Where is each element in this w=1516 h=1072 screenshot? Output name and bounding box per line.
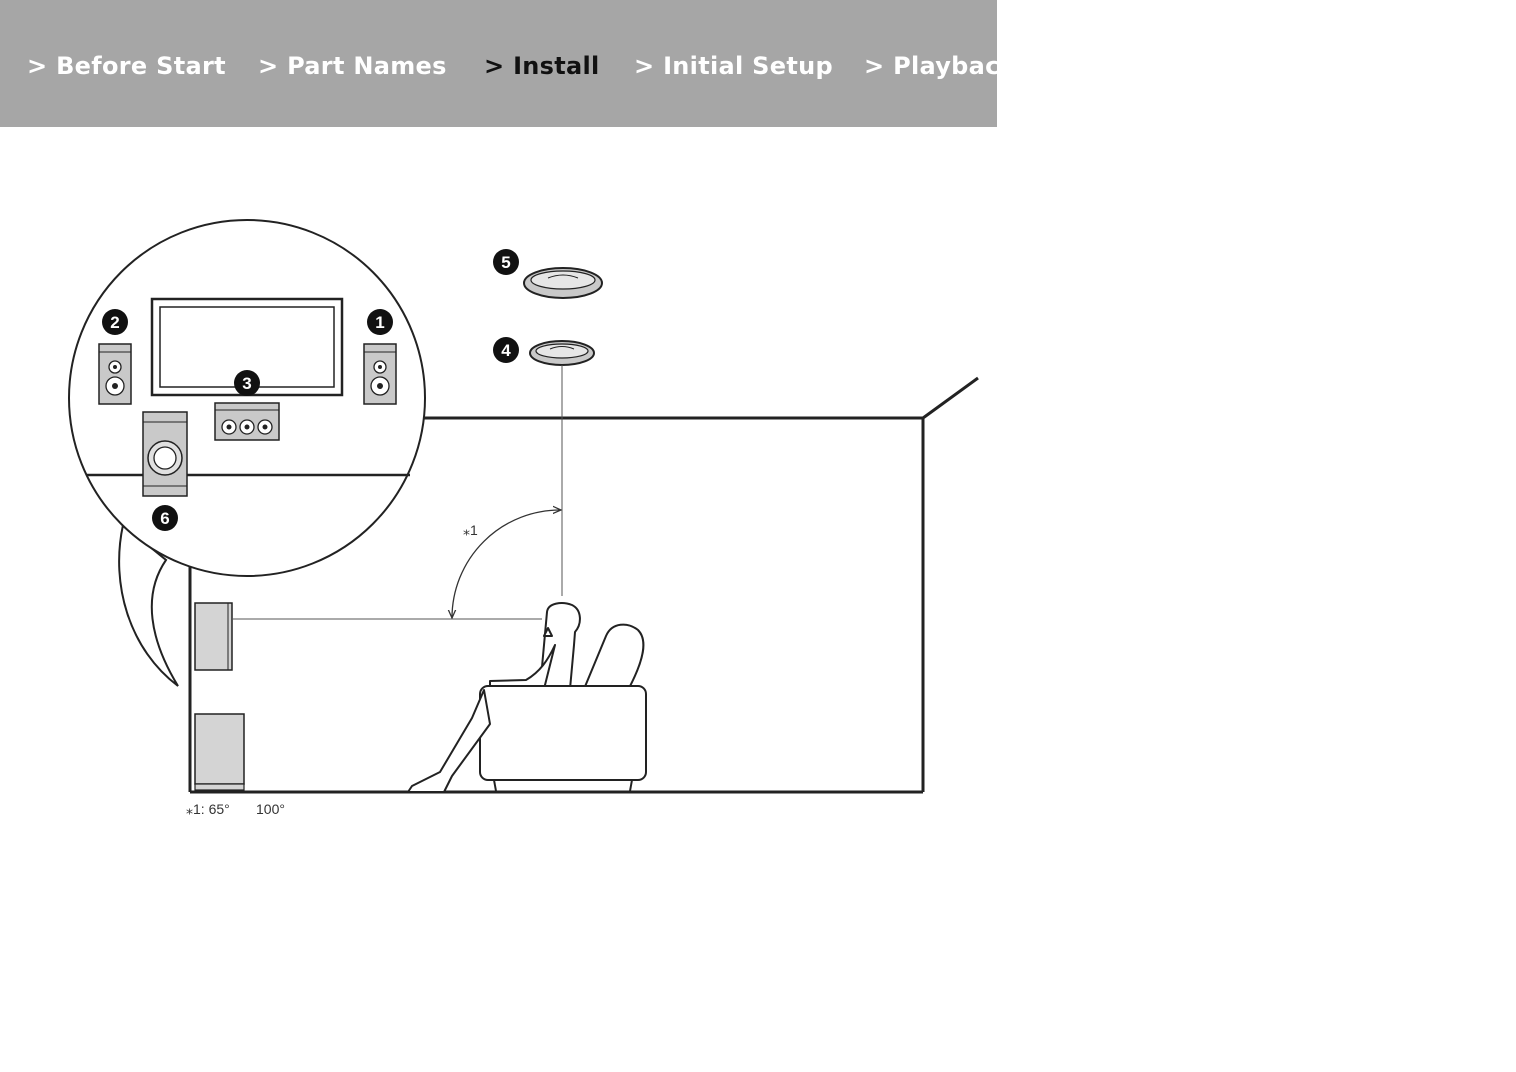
center-speaker-icon	[214, 402, 280, 441]
nav-install[interactable]: > Install	[484, 52, 600, 80]
footnote-angle-min: ⁎1: 65°	[186, 801, 230, 817]
angle-marker-label: ⁎1	[463, 522, 478, 538]
nav-playback[interactable]: > Playbac	[864, 52, 997, 80]
badge-top-front: 4	[493, 337, 519, 363]
front-left-speaker-icon	[98, 343, 132, 405]
side-view-front-speaker-icon	[194, 602, 233, 671]
top-front-speaker-icon	[529, 340, 595, 366]
svg-text:6: 6	[160, 509, 169, 528]
footnote-angle-max: 100°	[256, 801, 285, 817]
badge-top-middle: 5	[493, 249, 519, 275]
svg-text:4: 4	[501, 341, 511, 360]
badge-subwoofer: 6	[152, 505, 178, 531]
listener-armchair-icon	[407, 602, 647, 793]
top-navigation-bar: > Before Start > Part Names > Install > …	[0, 0, 997, 127]
nav-part-names[interactable]: > Part Names	[258, 52, 447, 80]
subwoofer-icon	[142, 411, 188, 497]
badge-front-left: 2	[102, 309, 128, 335]
side-view-subwoofer-icon	[194, 713, 245, 791]
svg-text:3: 3	[242, 374, 251, 393]
top-middle-speaker-icon	[523, 267, 603, 299]
front-right-speaker-icon	[363, 343, 397, 405]
badge-center: 3	[234, 370, 260, 396]
sight-lines	[232, 365, 563, 620]
nav-initial-setup[interactable]: > Initial Setup	[634, 52, 833, 80]
nav-before-start[interactable]: > Before Start	[27, 52, 226, 80]
badge-front-right: 1	[367, 309, 393, 335]
svg-text:1: 1	[375, 313, 384, 332]
zoom-bubble	[68, 219, 426, 687]
svg-text:2: 2	[110, 313, 119, 332]
svg-text:5: 5	[501, 253, 510, 272]
